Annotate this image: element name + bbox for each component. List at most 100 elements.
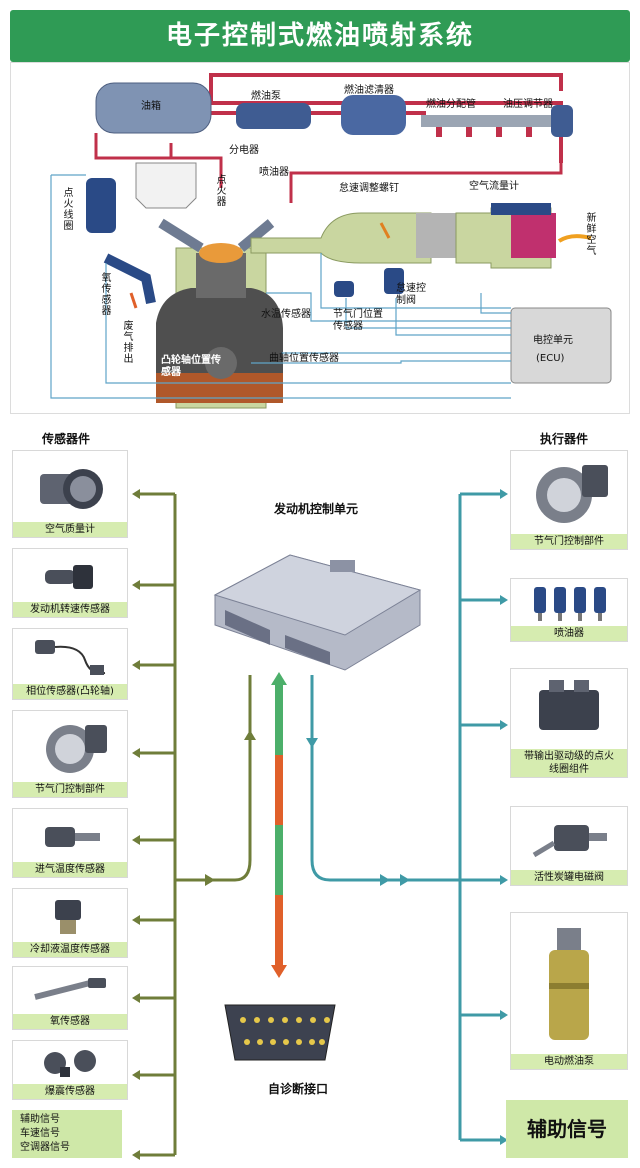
throttle-body-icon [536,465,608,523]
crankcase-shape [156,288,283,398]
diagnostic-line [271,672,287,978]
diagnostic-connector-illustration [224,1004,336,1061]
exhaust-arrow [129,292,138,309]
actuator-aux-label: 辅助信号 [527,1117,607,1141]
engine-system-illustration [50,73,612,409]
intake-manifold [250,212,432,264]
fuel-filter-shape [341,95,406,135]
idle-screw-shape [379,222,391,239]
sensor-card: 进气温度传感器 [12,808,128,878]
label-crank-position-sensor: 曲轴位置传感器 [269,353,339,364]
sensor-label: 节气门控制部件 [13,782,127,797]
label-fuel-rail: 燃油分配管 [426,99,476,110]
sensor-label: 相位传感器(凸轮轴) [13,684,127,699]
sensor-label: 氧传感器 [13,1014,127,1029]
oxygen-sensor-icon [34,978,106,1000]
actuator-bus-lines [310,492,500,1142]
speed-signal-label: 车速信号 [20,1128,60,1139]
oxygen-sensor-shape [103,253,156,304]
ac-signal-label: 空调器信号 [20,1142,70,1153]
injector-feed [289,163,563,203]
sensor-card: 冷却液温度传感器 [12,888,128,958]
actuator-bus-arrowheads [306,489,508,1145]
sensor-aux-signals: 辅助信号 车速信号 空调器信号 [12,1110,122,1158]
canister-solenoid-icon [532,825,607,858]
fuel-tank-shape [95,82,212,134]
sensor-label: 发动机转速传感器 [13,602,127,617]
label-fresh-air: 新鲜空气 [586,213,597,257]
engine-system-diagram: 油箱 燃油泵 燃油滤清器 燃油分配管 油压调节器 分电器 喷油器 怠速调整螺钉 … [10,62,630,414]
coil-wire [94,133,173,160]
sensor-label: 爆震传感器 [13,1084,127,1099]
sensor-bus-arrowheads [132,489,256,1160]
crankshaft-shape [205,347,237,379]
air-flow-meter-shape [511,213,556,258]
actuator-card: 活性炭罐电磁阀 [510,806,628,886]
label-ecu-line1: 电控单元 [533,335,573,346]
actuator-label: 电动燃油泵 [511,1054,627,1069]
actuator-aux-signal: 辅助信号 [506,1100,628,1158]
knock-sensor-icon [44,1050,96,1077]
sensor-card: 空气质量计 [12,450,128,538]
sensor-label: 空气质量计 [13,522,127,537]
injectors-icon [534,587,606,621]
label-fuel-tank: 油箱 [141,101,161,112]
sensor-card: 节气门控制部件 [12,710,128,798]
sensors-title: 传感器件 [42,432,91,446]
plug-wire [169,143,223,188]
ignition-coil-module-icon [539,680,599,730]
actuators-title: 执行器件 [540,432,589,446]
ecu-box [510,307,612,384]
tps-shape [334,281,354,297]
label-water-temp-sensor: 水温传感器 [261,309,311,320]
sensor-card: 爆震传感器 [12,1040,128,1100]
coolant-temp-sensor-icon [55,900,81,934]
valve-stems [158,218,275,253]
sensor-card: 氧传感器 [12,966,128,1030]
label-exhaust: 废气排出 [123,321,134,365]
label-fuel-filter: 燃油滤清器 [344,85,394,96]
label-pressure-regulator: 油压调节器 [503,99,553,110]
actuator-label: 带输出驱动级的点火线圈组件 [511,749,627,777]
fuel-rail-shape [421,115,551,127]
label-spark-plug: 点火器 [216,175,227,208]
diagnostic-port-title: 自诊断接口 [268,1082,329,1096]
combustion-flame [199,243,243,263]
label-idle-screw: 怠速调整螺钉 [339,183,399,194]
phase-sensor-icon [35,640,106,675]
label-fuel-pump: 燃油泵 [251,91,281,102]
actuator-label: 喷油器 [511,626,627,641]
pressure-regulator-shape [551,105,573,137]
engine-speed-sensor-icon [45,565,93,589]
bellows [416,213,456,258]
actuator-card: 电动燃油泵 [510,912,628,1070]
sensor-label: 进气温度传感器 [13,862,127,877]
label-airflow-meter: 空气流量计 [469,181,519,192]
label-oxygen-sensor: 氧传感器 [101,273,112,317]
actuator-card: 带输出驱动级的点火线圈组件 [510,668,628,778]
sensor-label: 冷却液温度传感器 [13,942,127,957]
sensor-card: 相位传感器(凸轮轴) [12,628,128,700]
label-throttle-position-sensor: 节气门位置传感器 [333,309,383,332]
ecu-connection-diagram [132,489,508,1160]
intake-temp-sensor-icon [45,827,100,847]
ignition-coil-shape [86,178,116,233]
actuator-label: 节气门控制部件 [511,534,627,549]
fresh-air-arrow [557,234,592,243]
label-ecu-line2: (ECU) [536,353,565,364]
label-cam-position-sensor: 凸轮轴位置传感器 [161,355,221,378]
aux-signal-label: 辅助信号 [20,1114,60,1125]
air-mass-meter-icon [40,469,103,509]
ecu-module-illustration [213,554,422,671]
sensor-card: 发动机转速传感器 [12,548,128,618]
sensor-bus-lines [140,492,252,1157]
actuator-label: 活性炭罐电磁阀 [511,870,627,885]
distributor-shape [135,162,197,209]
ecu-signal-lines [50,174,511,399]
electric-fuel-pump-icon [549,928,589,1040]
idle-valve-shape [384,268,404,294]
actuator-card: 节气门控制部件 [510,450,628,550]
label-distributor: 分电器 [229,145,259,156]
page-title: 电子控制式燃油喷射系统 [10,10,630,62]
label-injector: 喷油器 [259,167,289,178]
